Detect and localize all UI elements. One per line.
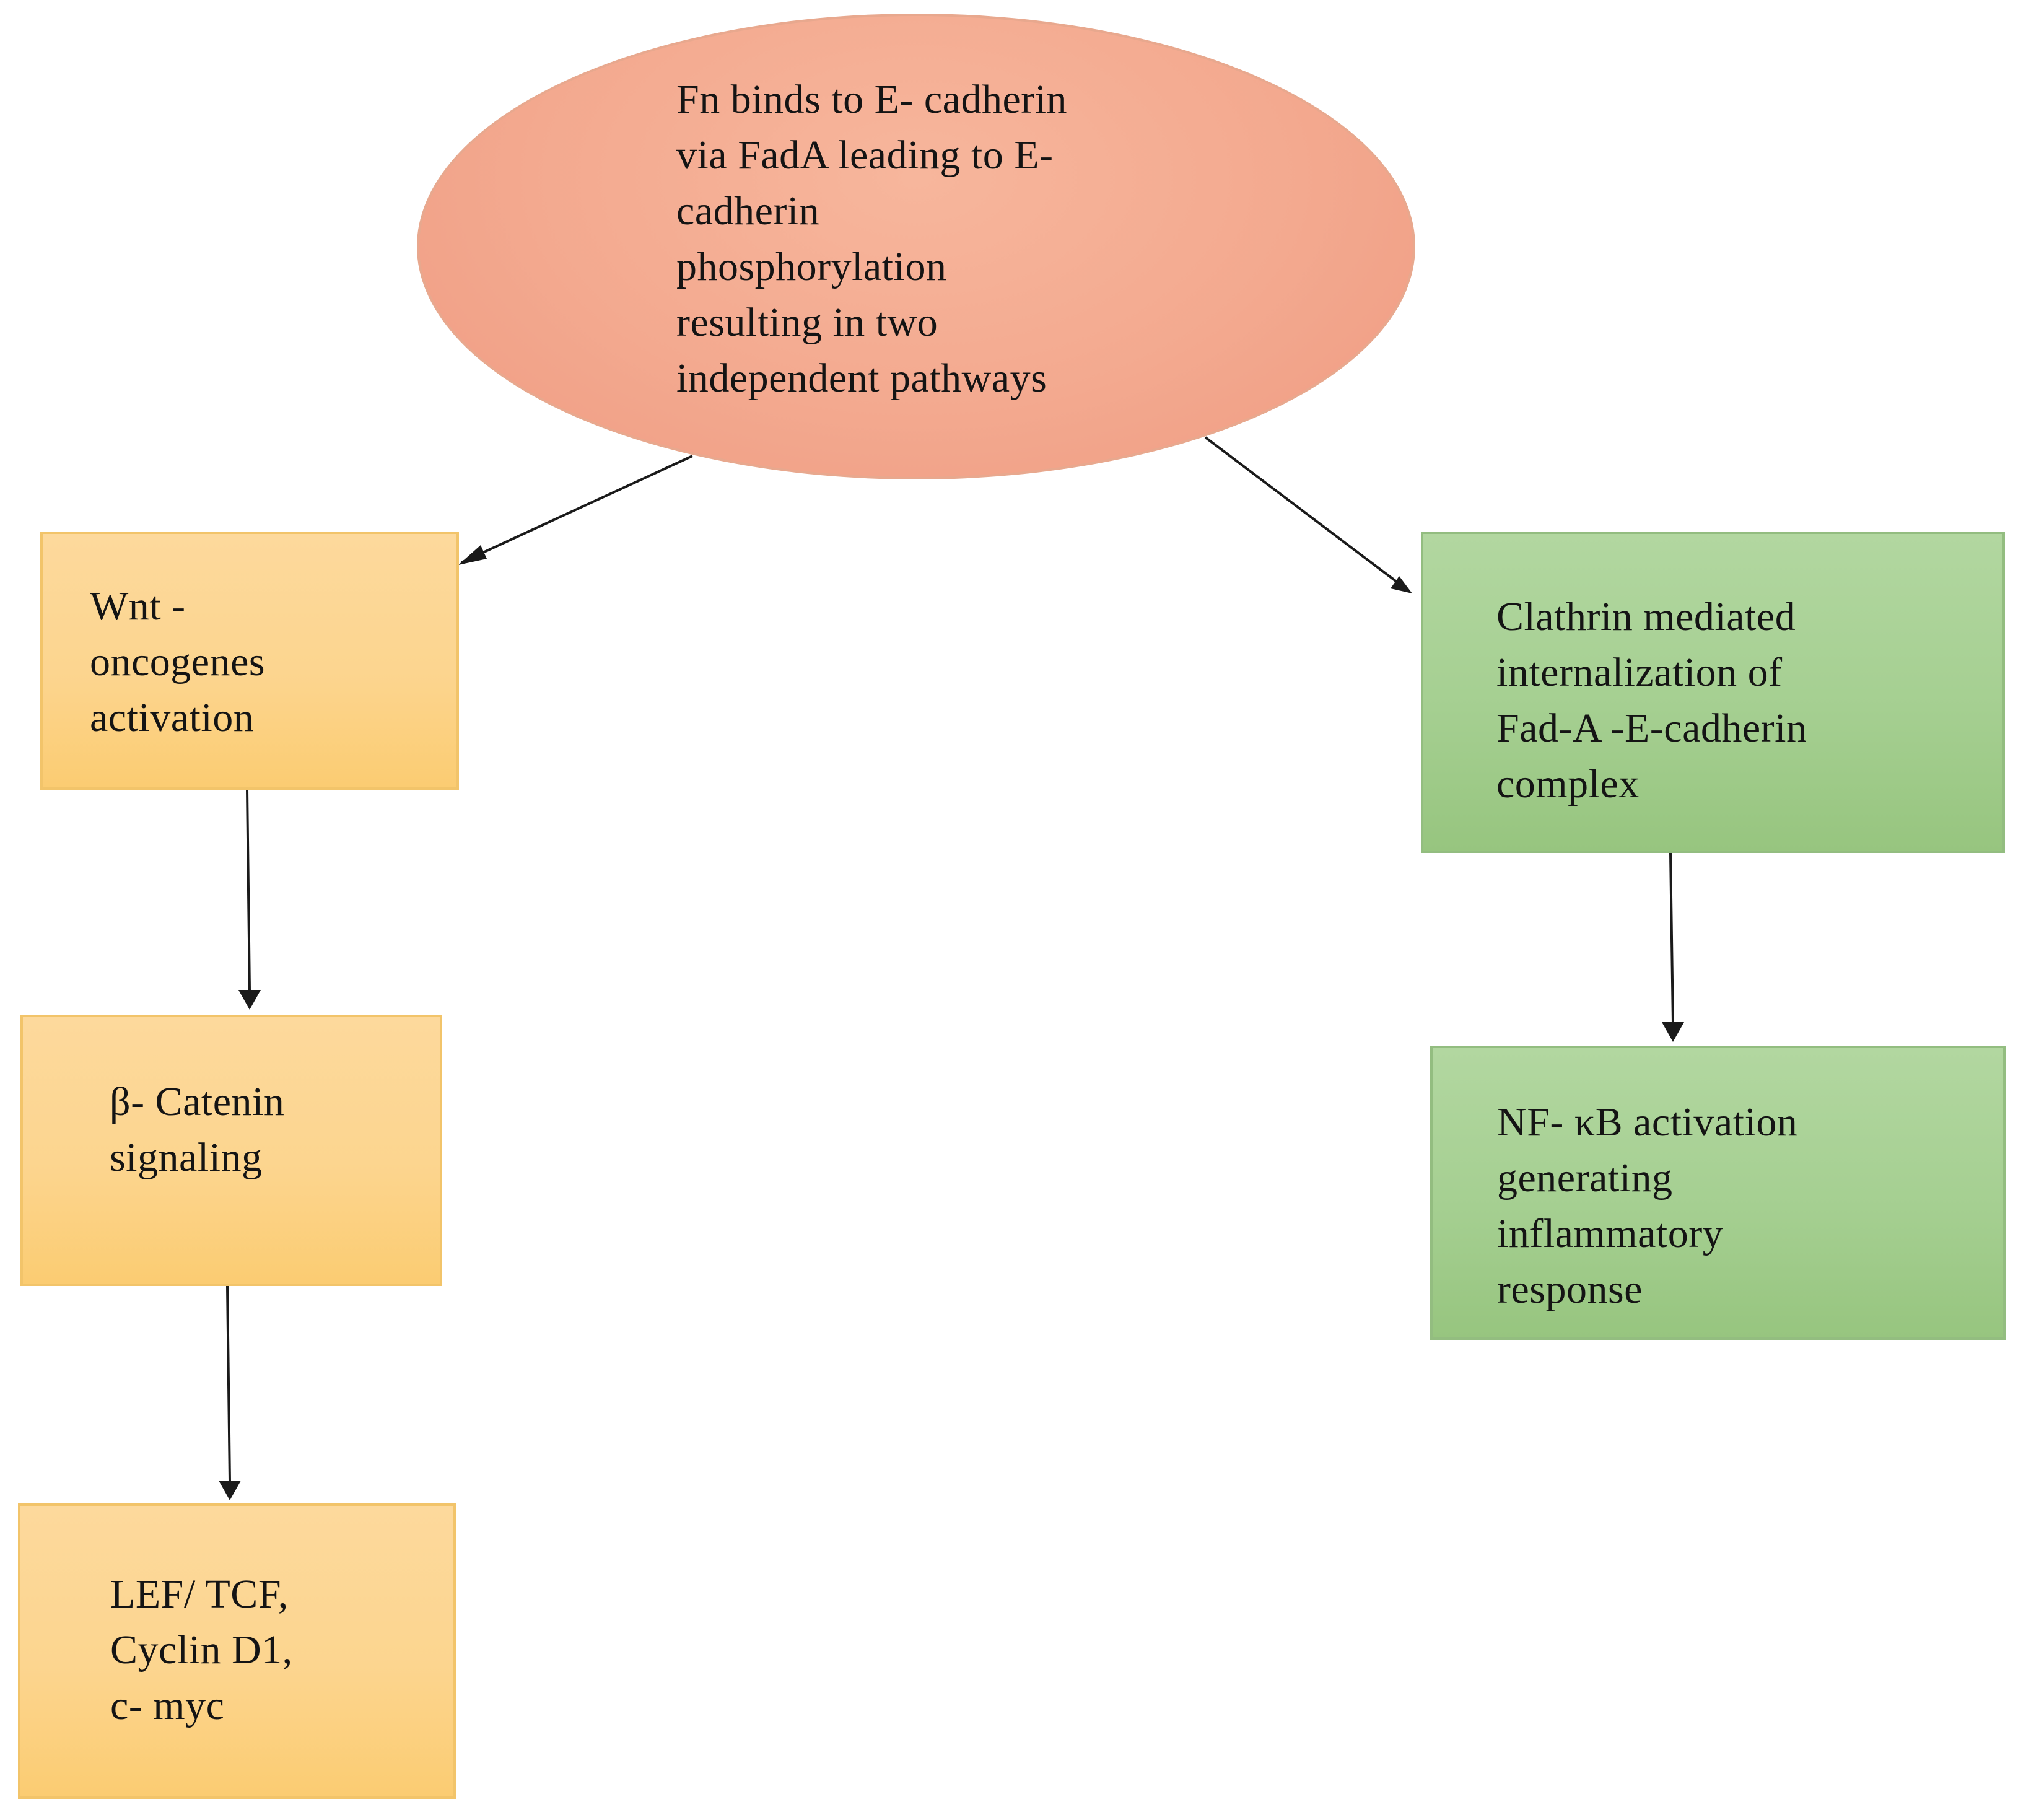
nfkb-node-text: NF- κB activation generating inflammator… — [1497, 1100, 1798, 1312]
arrowhead-wnt-to-catenin — [238, 990, 261, 1010]
arrow-root-to-wnt — [461, 455, 693, 564]
wnt-node-text: Wnt - oncogenes activation — [90, 584, 266, 740]
nfkb-node: NF- κB activation generating inflammator… — [1430, 1046, 2006, 1340]
arrow-wnt-to-catenin — [246, 789, 251, 992]
lef-tcf-node: LEF/ TCF, Cyclin D1, c- myc — [18, 1503, 456, 1799]
catenin-node-text: β- Catenin signaling — [110, 1079, 285, 1180]
arrowhead-clathrin-to-nfkb — [1662, 1022, 1684, 1042]
lef-tcf-node-text: LEF/ TCF, Cyclin D1, c- myc — [110, 1572, 293, 1728]
arrowhead-catenin-to-lef — [219, 1481, 241, 1500]
wnt-node: Wnt - oncogenes activation — [40, 532, 459, 790]
arrow-catenin-to-lef — [226, 1285, 231, 1482]
clathrin-node-text: Clathrin mediated internalization of Fad… — [1496, 594, 1807, 807]
catenin-node: β- Catenin signaling — [20, 1015, 442, 1286]
arrowhead-root-to-wnt — [458, 545, 487, 565]
arrowhead-root-to-clathrin — [1391, 576, 1412, 593]
clathrin-node: Clathrin mediated internalization of Fad… — [1421, 532, 2005, 853]
root-node-ellipse: Fn binds to E- cadherin via FadA leading… — [417, 14, 1415, 479]
arrow-clathrin-to-nfkb — [1669, 852, 1674, 1024]
arrow-root-to-clathrin — [1204, 436, 1404, 587]
root-node-text: Fn binds to E- cadherin via FadA leading… — [676, 77, 1068, 401]
